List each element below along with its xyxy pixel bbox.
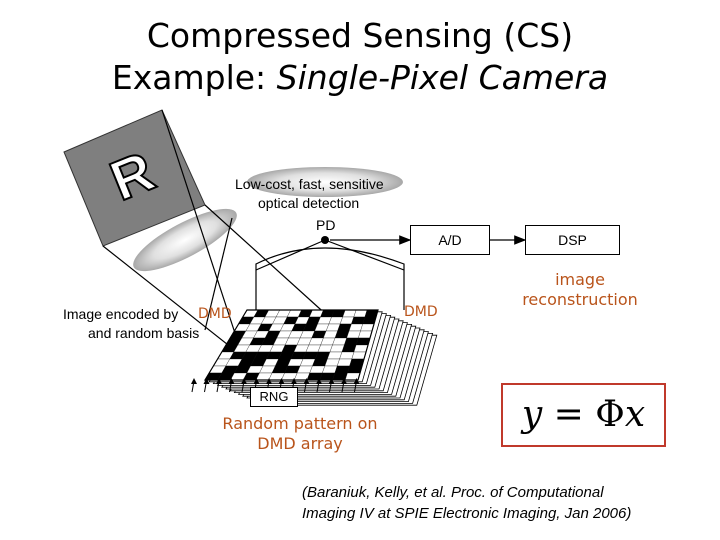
dmd-mirror-cell bbox=[322, 365, 338, 374]
rng-arrowhead bbox=[341, 378, 347, 384]
dmd-mirror-cell bbox=[337, 358, 353, 367]
dmd-array-stack bbox=[203, 309, 438, 406]
dmd-mirror-cell bbox=[346, 330, 361, 339]
dmd-mirror-cell bbox=[327, 351, 343, 360]
dmd-mirror-cell bbox=[344, 337, 359, 346]
dmd-mirror-cell bbox=[332, 372, 348, 381]
rng-arrowhead bbox=[216, 378, 222, 384]
dsp-label: DSP bbox=[558, 232, 587, 248]
rng-arrowhead bbox=[291, 378, 297, 384]
random-line-2: DMD array bbox=[257, 434, 343, 453]
rng-arrowhead bbox=[303, 378, 310, 384]
citation-line-1: (Baraniuk, Kelly, et al. Proc. of Comput… bbox=[302, 484, 604, 501]
dmd-mirror-cell bbox=[339, 351, 355, 360]
random-line-1: Random pattern on bbox=[222, 414, 378, 433]
rng-arrowhead bbox=[241, 378, 247, 384]
rng-label: RNG bbox=[259, 389, 289, 404]
rng-arrowhead bbox=[266, 378, 272, 384]
photodetector-dot bbox=[321, 236, 329, 244]
dmd-front-frame bbox=[203, 309, 379, 381]
equation-op: = bbox=[553, 394, 584, 435]
dmd-mirror-cell bbox=[351, 316, 366, 325]
dmd-mirror-cell bbox=[324, 358, 340, 367]
rng-arrowhead bbox=[278, 378, 285, 384]
title-prefix: Example: bbox=[111, 58, 277, 97]
rng-arrowhead bbox=[253, 378, 260, 384]
ad-box: A/D bbox=[410, 225, 490, 255]
equation-rhs: x bbox=[624, 394, 646, 435]
dmd-mirror-cell bbox=[334, 365, 350, 374]
title-line-2: Example: Single-Pixel Camera bbox=[0, 58, 720, 98]
rng-arrowhead bbox=[328, 378, 335, 384]
encoded-line-1: Image encoded by bbox=[63, 306, 179, 322]
lens-1 bbox=[133, 208, 237, 272]
rng-arrowhead bbox=[316, 378, 322, 384]
image-reconstruction-label: image reconstruction bbox=[500, 270, 660, 310]
measurement-equation: y = Φx bbox=[501, 383, 666, 447]
dmd-mirror-cell bbox=[341, 344, 357, 353]
recon-line-1: image bbox=[555, 270, 605, 289]
dsp-box: DSP bbox=[525, 225, 620, 255]
ad-label: A/D bbox=[438, 232, 462, 248]
citation-line-2: Imaging IV at SPIE Electronic Imaging, J… bbox=[302, 505, 632, 522]
random-pattern-label: Random pattern on DMD array bbox=[205, 414, 395, 454]
rng-arrowhead bbox=[228, 378, 235, 384]
recon-line-2: reconstruction bbox=[522, 290, 638, 309]
rng-box: RNG bbox=[250, 387, 298, 407]
pd-description-line-2: optical detection bbox=[258, 195, 360, 211]
rng-arrows bbox=[191, 378, 360, 393]
title-italic: Single-Pixel Camera bbox=[276, 58, 609, 97]
encoded-line-2: and random basis bbox=[88, 325, 200, 341]
equation-matrix: Φ bbox=[595, 394, 625, 435]
rng-arrowhead bbox=[353, 378, 360, 384]
lens-2 bbox=[247, 167, 403, 197]
rng-arrowhead bbox=[191, 378, 197, 384]
dmd-label-left: DMD bbox=[198, 306, 232, 322]
citation: (Baraniuk, Kelly, et al. Proc. of Comput… bbox=[302, 482, 712, 524]
dmd-mirror-cell bbox=[348, 323, 363, 332]
equation-lhs: y bbox=[521, 394, 543, 435]
rng-arrowhead bbox=[203, 378, 210, 384]
dmd-mirror-cell bbox=[319, 372, 336, 381]
title-line-1: Compressed Sensing (CS) bbox=[146, 16, 574, 55]
dmd-label-right: DMD bbox=[404, 304, 438, 320]
pd-label: PD bbox=[316, 217, 336, 233]
pd-description-line-1: Low-cost, fast, sensitive bbox=[235, 176, 384, 192]
